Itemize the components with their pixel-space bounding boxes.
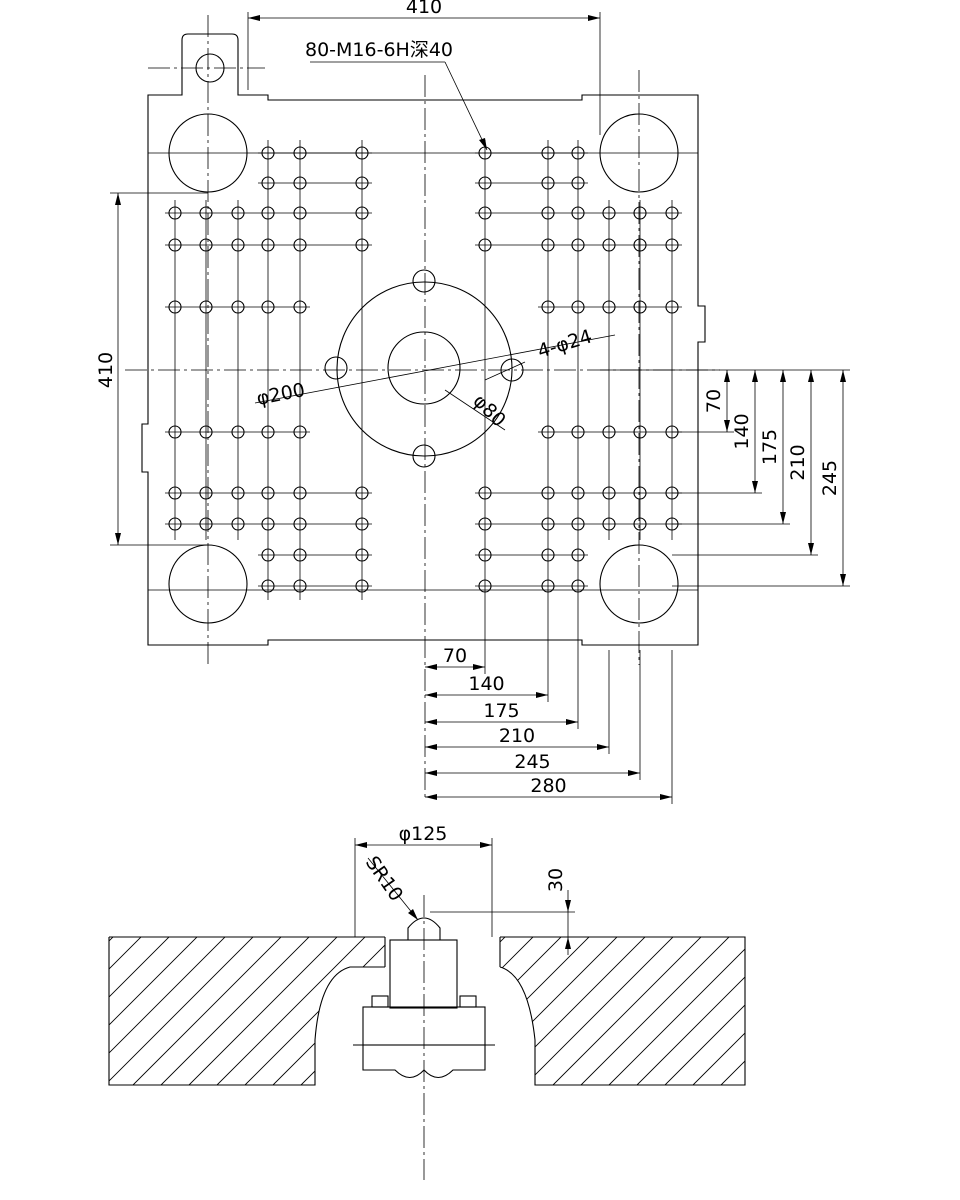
dim-vertical: 140 <box>731 413 753 449</box>
vertical-dimension-chain: 70 140 175 210 245 <box>600 369 850 587</box>
dim-vertical: 175 <box>759 429 781 465</box>
dim-horizontal: 70 <box>443 645 467 667</box>
section-hatching <box>109 937 745 1085</box>
bolt-circle-arc <box>336 281 513 457</box>
dim-top-width: 410 <box>406 0 442 18</box>
dim-vertical: 245 <box>819 460 841 496</box>
dim-diameter: φ125 <box>399 823 448 845</box>
nozzle-barrel <box>389 939 458 1009</box>
dim-horizontal: 280 <box>530 775 566 797</box>
dim-radius: SR10 <box>361 852 407 905</box>
platen-outline <box>141 33 706 646</box>
label-small-holes: 4-φ24 <box>535 325 595 362</box>
mounting-hole-top <box>412 269 436 293</box>
label-bolt-circle: φ200 <box>255 379 307 410</box>
dim-vertical: 70 <box>703 389 725 413</box>
dim-left-height: 410 <box>95 352 117 388</box>
mounting-hole-right <box>500 358 524 382</box>
callout-tapped-holes: 80-M16-6H深40 <box>305 39 453 61</box>
dim-horizontal: 210 <box>499 725 535 747</box>
section-plate-outline <box>108 936 746 1086</box>
dim-vertical: 210 <box>787 444 809 480</box>
mounting-hole-bottom <box>412 444 436 468</box>
nozzle-tip <box>407 917 441 940</box>
dim-horizontal: 245 <box>514 751 550 773</box>
dim-horizontal: 140 <box>468 673 504 695</box>
dim-height: 30 <box>545 868 567 892</box>
dim-horizontal: 175 <box>483 700 519 722</box>
mounting-hole-left <box>324 356 348 380</box>
platen-plan-view: 410 80-M16-6H深40 410 4-φ24 φ200 φ80 7014… <box>95 0 850 804</box>
center-bore <box>387 331 461 405</box>
label-center-bore: φ80 <box>468 390 510 432</box>
nozzle-section-view: φ125 SR10 30 <box>108 823 746 1180</box>
